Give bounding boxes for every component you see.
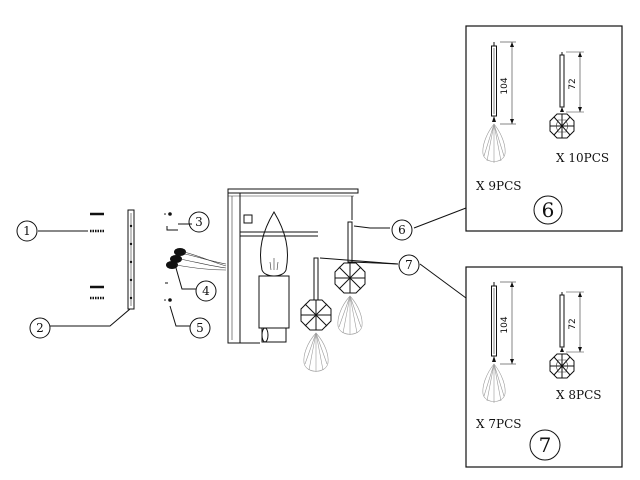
dimension-long: 104	[500, 281, 516, 365]
svg-text:72: 72	[568, 78, 578, 89]
callout-7: 7	[398, 254, 420, 276]
lamp-fixture	[227, 188, 359, 344]
svg-text:104: 104	[500, 77, 510, 94]
svg-text:2: 2	[36, 321, 44, 335]
callout-5: 5	[189, 317, 211, 339]
svg-text:5: 5	[196, 321, 204, 335]
svg-text:72: 72	[568, 318, 578, 329]
screw-parts	[90, 212, 104, 300]
qty-short-drops: X 8PCS	[556, 388, 601, 402]
parts-box-6: 104 72 X 9PCS X 10PCS 6	[465, 25, 623, 232]
box-number: 6	[542, 198, 555, 222]
callout-1: 1	[16, 220, 38, 242]
leader-lines	[38, 207, 467, 327]
callout-2: 2	[29, 317, 51, 339]
svg-text:6: 6	[398, 223, 406, 237]
svg-text:1: 1	[23, 224, 31, 238]
qty-long-drops: X 7PCS	[476, 417, 521, 431]
parts-box-7: 104 72 X 7PCS X 8PCS 7	[465, 266, 623, 468]
mounting-plate	[127, 209, 135, 310]
qty-short-drops: X 10PCS	[556, 151, 609, 165]
qty-long-drops: X 9PCS	[476, 179, 521, 193]
callout-3: 3	[188, 211, 210, 233]
dimension-short: 72	[566, 291, 584, 353]
hardware-parts	[164, 212, 178, 302]
svg-text:104: 104	[500, 316, 510, 333]
wire-connectors	[166, 248, 227, 271]
dimension-long: 104	[500, 41, 516, 125]
dimension-short: 72	[566, 51, 584, 113]
box-number: 7	[539, 433, 552, 457]
callout-6: 6	[391, 219, 413, 241]
svg-text:3: 3	[195, 215, 203, 229]
lamp-crystals	[300, 221, 366, 373]
callout-4: 4	[195, 280, 217, 302]
svg-text:4: 4	[202, 284, 210, 298]
svg-text:7: 7	[405, 258, 413, 272]
